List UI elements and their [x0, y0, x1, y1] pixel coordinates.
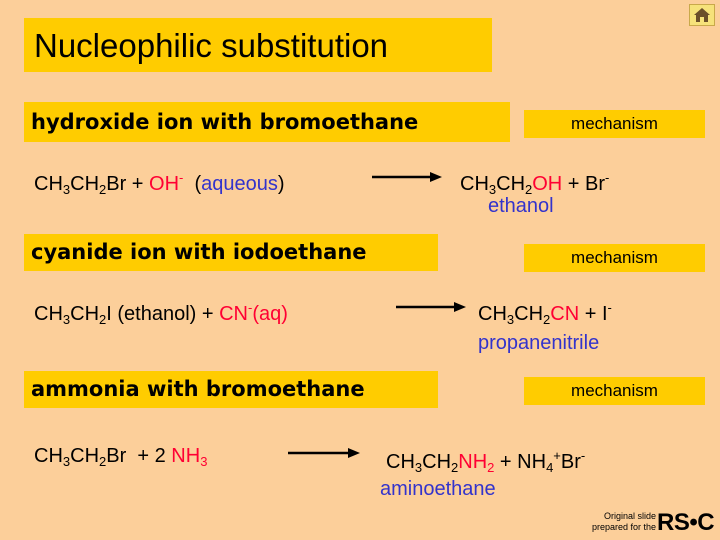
product-group-oh: OH: [532, 173, 563, 195]
section-heading-cyanide: cyanide ion with iodoethane: [24, 234, 438, 271]
section-heading-hydroxide: hydroxide ion with bromoethane: [24, 102, 510, 142]
footer-credit: Original slide prepared for the: [560, 511, 656, 533]
mechanism-button-hydroxide[interactable]: mechanism: [524, 110, 705, 138]
product-name-ethanol: ethanol: [488, 195, 554, 217]
home-button[interactable]: [689, 4, 715, 26]
section-heading-ammonia: ammonia with bromoethane: [24, 371, 438, 408]
equation-reactants-cyanide: CH3CH2I (ethanol) + CN-(aq): [34, 300, 288, 327]
rsc-logo: RS•C: [657, 509, 715, 536]
equation-reactants-ammonia: CH3CH2Br + 2 NH3: [34, 445, 208, 469]
equation-products-cyanide: CH3CH2CN + I-: [478, 300, 612, 327]
reaction-arrow-3: [288, 448, 360, 458]
product-group-cn: CN: [550, 303, 580, 325]
footer-line-2: prepared for the: [591, 522, 656, 532]
reaction-arrow-1: [372, 172, 442, 182]
product-name-propanenitrile: propanenitrile: [478, 332, 600, 354]
condition-aqueous: aqueous: [201, 173, 278, 195]
nucleophile-ammonia: NH3: [171, 445, 208, 469]
home-icon: [694, 8, 710, 22]
mechanism-button-cyanide[interactable]: mechanism: [524, 244, 705, 272]
product-name-aminoethane: aminoethane: [380, 478, 496, 500]
reaction-arrow-2: [396, 302, 466, 312]
footer-line-1: Original slide: [603, 511, 656, 521]
page-title: Nucleophilic substitution: [24, 18, 492, 72]
nucleophile-hydroxide: OH-: [149, 170, 184, 195]
equation-reactants-hydroxide: CH3CH2Br + OH- (aqueous): [34, 170, 285, 197]
equation-products-hydroxide: CH3CH2OH + Br-: [460, 170, 610, 197]
nucleophile-cyanide: CN-(aq): [219, 300, 288, 325]
mechanism-button-ammonia[interactable]: mechanism: [524, 377, 705, 405]
equation-products-ammonia: CH3CH2NH2 + NH4+Br-: [386, 448, 586, 475]
product-group-nh2: NH2: [458, 451, 495, 475]
